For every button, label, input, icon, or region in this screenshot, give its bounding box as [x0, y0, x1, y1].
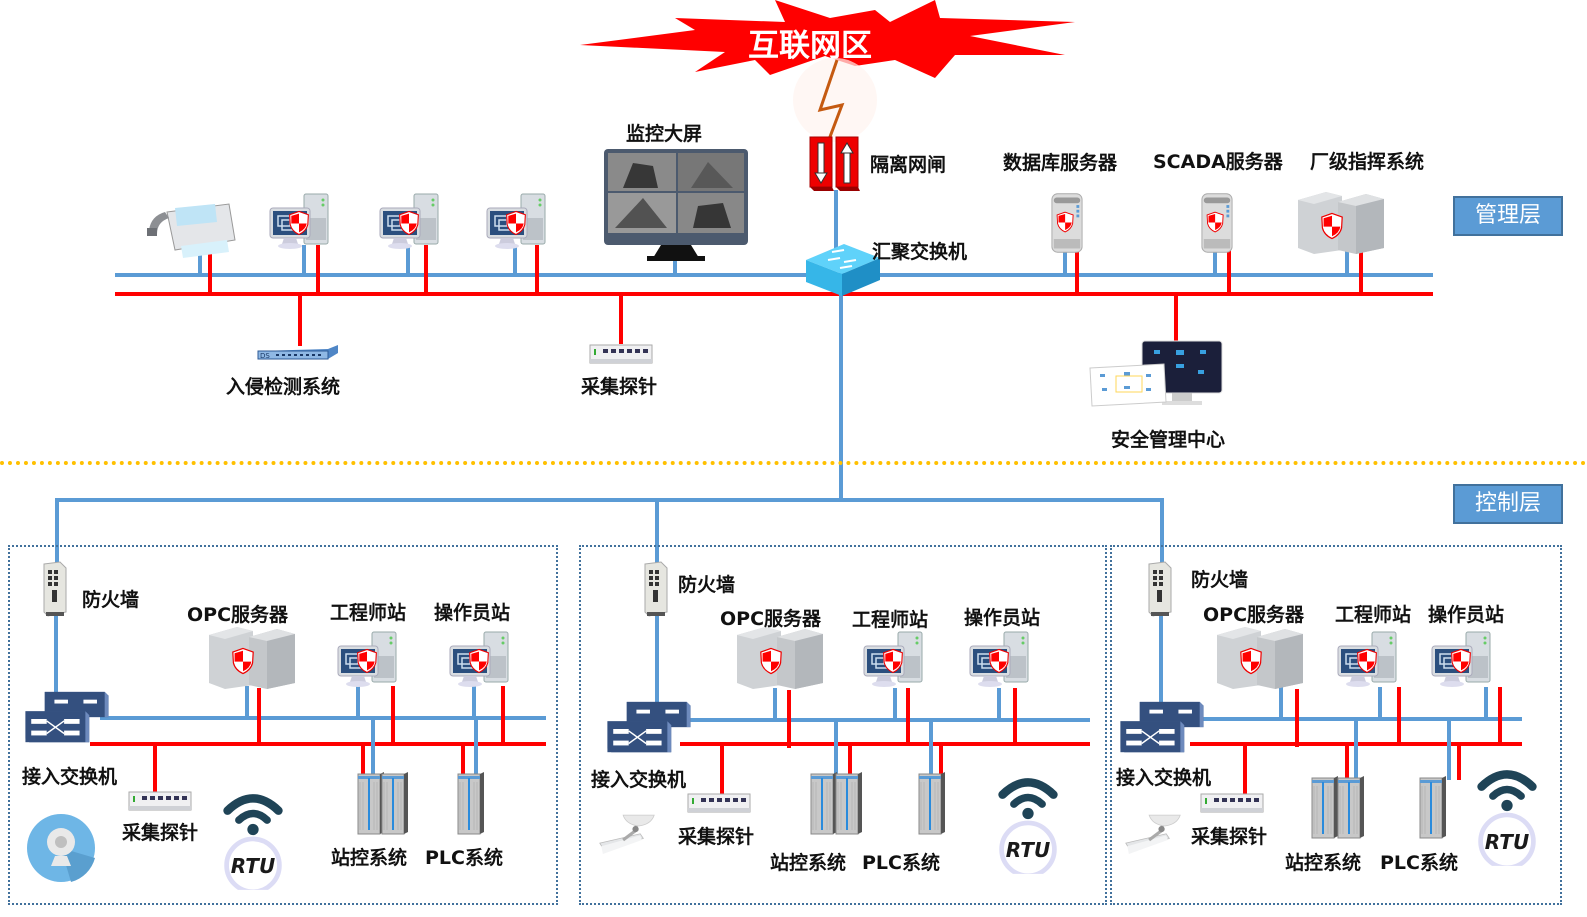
- opc-server-label: OPC服务器: [1203, 604, 1305, 626]
- workstation-icon[interactable]: [485, 192, 549, 252]
- operator-station-label: 操作员站: [1428, 604, 1505, 626]
- monitor-wall-label: 监控大屏: [626, 123, 703, 145]
- ids-device-icon[interactable]: DS: [256, 343, 340, 361]
- firewall-label: 防火墙: [1191, 569, 1249, 591]
- isolation-gateway-icon[interactable]: [808, 135, 862, 193]
- probe-icon[interactable]: [1200, 792, 1264, 814]
- database-server-icon[interactable]: [1047, 190, 1087, 256]
- rtu-label: RTU: [1484, 830, 1530, 854]
- operator-station-label: 操作员站: [964, 607, 1041, 629]
- control-layer-tag: 控制层: [1453, 484, 1563, 524]
- probe-icon[interactable]: [128, 790, 192, 812]
- security-management-center-icon[interactable]: [1088, 340, 1228, 412]
- firewall-icon[interactable]: [643, 560, 669, 618]
- engineer-station-label: 工程师站: [852, 609, 929, 631]
- rtu-label: RTU: [1005, 838, 1051, 862]
- access-switch-icon[interactable]: [22, 690, 112, 748]
- opc-server-icon[interactable]: [735, 625, 827, 689]
- probe-icon[interactable]: [589, 343, 653, 365]
- firewall-label: 防火墙: [82, 589, 140, 611]
- command-system-label: 厂级指挥系统: [1310, 151, 1425, 173]
- opc-server-icon[interactable]: [1215, 625, 1307, 689]
- opc-server-icon[interactable]: [207, 625, 299, 689]
- control-zone-3: [1110, 545, 1562, 905]
- ids-label: 入侵检测系统: [226, 376, 341, 398]
- engineer-station-label: 工程师站: [330, 602, 407, 624]
- rtu-label: RTU: [230, 854, 276, 878]
- access-switch-icon[interactable]: [604, 700, 694, 758]
- station-control-rack-icon[interactable]: [834, 772, 864, 836]
- probe-label: 采集探针: [678, 826, 755, 848]
- management-red-bus: [115, 292, 1433, 296]
- operator-station-icon[interactable]: [1430, 630, 1494, 690]
- control-zone-1: [8, 545, 558, 905]
- station-control-rack-icon[interactable]: [380, 772, 410, 836]
- trunk-line: [839, 290, 843, 500]
- gateway-label: 隔离网闸: [870, 154, 947, 176]
- engineer-station-icon[interactable]: [862, 630, 926, 690]
- access-switch-label: 接入交换机: [591, 769, 687, 791]
- internet-zone-label: 互联网区: [748, 28, 872, 64]
- fax-phone-icon[interactable]: [145, 200, 237, 258]
- internet-zone-burst: [580, 0, 1075, 78]
- firewall-label: 防火墙: [678, 574, 736, 596]
- workstation-icon[interactable]: [378, 192, 442, 252]
- management-blue-bus: [115, 273, 1433, 277]
- command-server-icon[interactable]: [1296, 190, 1388, 254]
- control-zone-2: [579, 545, 1107, 905]
- station-control-label: 站控系统: [1285, 852, 1362, 874]
- engineer-station-icon[interactable]: [1336, 630, 1400, 690]
- firewall-icon[interactable]: [42, 560, 68, 618]
- workstation-icon[interactable]: [268, 192, 332, 252]
- plc-rack-icon[interactable]: [917, 772, 947, 836]
- firewall-icon[interactable]: [1147, 560, 1173, 618]
- plc-rack-icon[interactable]: [456, 772, 486, 836]
- aggregation-switch-icon[interactable]: [804, 242, 882, 298]
- monitor-wall-icon[interactable]: [603, 148, 749, 264]
- plc-system-label: PLC系统: [1380, 852, 1458, 874]
- scada-server-icon[interactable]: [1197, 190, 1237, 256]
- management-layer-tag: 管理层: [1453, 196, 1563, 236]
- ptz-camera-icon[interactable]: [592, 812, 662, 882]
- operator-station-label: 操作员站: [434, 602, 511, 624]
- plc-system-label: PLC系统: [862, 852, 940, 874]
- probe-icon[interactable]: [687, 792, 751, 814]
- station-control-rack-icon[interactable]: [1336, 776, 1366, 840]
- probe-label: 采集探针: [1191, 826, 1268, 848]
- probe-label: 采集探针: [581, 376, 658, 398]
- ids-badge: DS: [260, 352, 270, 360]
- camera-icon[interactable]: [25, 812, 97, 884]
- opc-server-label: OPC服务器: [720, 608, 822, 630]
- ptz-camera-icon[interactable]: [1118, 812, 1188, 882]
- engineer-station-label: 工程师站: [1335, 604, 1412, 626]
- station-control-label: 站控系统: [331, 847, 408, 869]
- db-server-label: 数据库服务器: [1003, 152, 1118, 174]
- access-switch-icon[interactable]: [1117, 700, 1207, 758]
- plc-rack-icon[interactable]: [1418, 776, 1448, 840]
- access-switch-label: 接入交换机: [1116, 767, 1212, 789]
- aggregation-switch-label: 汇聚交换机: [872, 241, 968, 263]
- access-switch-label: 接入交换机: [22, 766, 118, 788]
- probe-label: 采集探针: [122, 822, 199, 844]
- scada-server-label: SCADA服务器: [1153, 151, 1283, 173]
- operator-station-icon[interactable]: [448, 630, 512, 690]
- engineer-station-icon[interactable]: [336, 630, 400, 690]
- layer-divider: [0, 461, 1587, 465]
- operator-station-icon[interactable]: [968, 630, 1032, 690]
- soc-label: 安全管理中心: [1111, 429, 1226, 451]
- station-control-label: 站控系统: [770, 852, 847, 874]
- plc-system-label: PLC系统: [425, 847, 503, 869]
- opc-server-label: OPC服务器: [187, 604, 289, 626]
- lightning-bolt-icon: [793, 58, 877, 151]
